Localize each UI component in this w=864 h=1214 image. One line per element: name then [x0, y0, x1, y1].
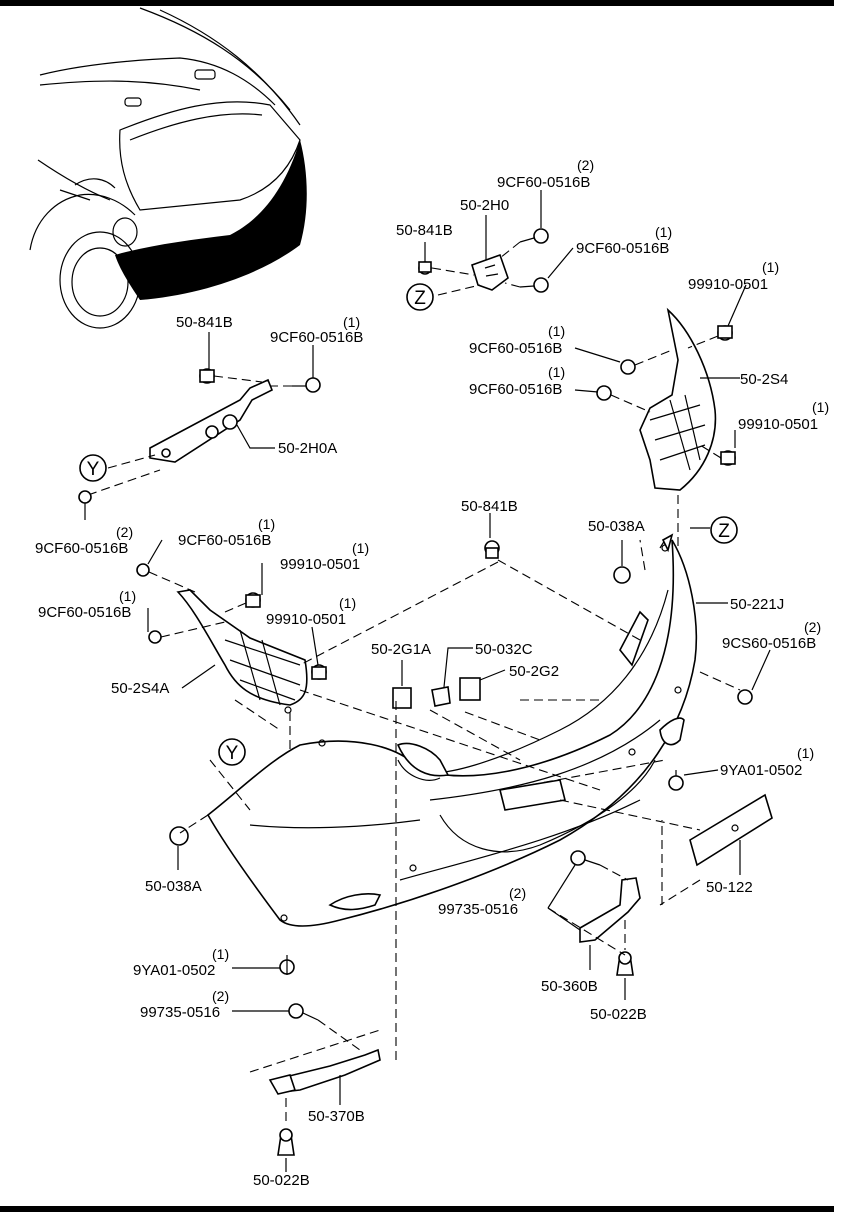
label-50-2H0A: 50-2H0A — [278, 440, 337, 457]
label-9CF60-top-b: 9CF60-0516B — [576, 240, 669, 257]
label-99910-top: 99910-0501 — [688, 276, 768, 293]
label-50-038A-top: 50-038A — [588, 518, 645, 535]
label-9CF60-y: 9CF60-0516B — [35, 540, 128, 557]
label-50-221J: 50-221J — [730, 596, 784, 613]
label-9CF60-m: 9CF60-0516B — [178, 532, 271, 549]
bottom-rule — [0, 1206, 834, 1212]
label-50-022B-r: 50-022B — [590, 1006, 647, 1023]
qty-99910-top: (1) — [762, 259, 779, 275]
ref-Z-right: Z — [718, 521, 730, 542]
label-9YA01-l: 9YA01-0502 — [133, 962, 215, 979]
label-9CF60-r1: 9CF60-0516B — [469, 340, 562, 357]
qty-9YA01-r: (1) — [797, 745, 814, 761]
label-50-2G1A: 50-2G1A — [371, 641, 431, 658]
bracket-50-370B-group — [232, 700, 397, 1172]
label-9CS60: 9CS60-0516B — [722, 635, 816, 652]
qty-9CF60-top-a: (2) — [577, 157, 594, 173]
qty-9CF60-r2: (1) — [548, 364, 565, 380]
label-99910-m2: 99910-0501 — [266, 611, 346, 628]
qty-99735-r: (2) — [509, 885, 526, 901]
qty-9CF60-m: (1) — [258, 516, 275, 532]
ref-Y-left: Y — [87, 459, 100, 480]
ref-Z-top: Z — [414, 288, 426, 309]
label-50-841B-mid: 50-841B — [461, 498, 518, 515]
bracket-50-2S4A-group — [136, 539, 327, 900]
qty-99910-r: (1) — [812, 399, 829, 415]
label-50-841B-left: 50-841B — [176, 314, 233, 331]
qty-9CF60-left: (1) — [343, 314, 360, 330]
highlighted-bumper — [115, 140, 307, 300]
bracket-50-2S4-group — [574, 284, 747, 560]
ref-Y-bumper: Y — [226, 743, 239, 764]
label-50-038A-bottom: 50-038A — [145, 878, 202, 895]
label-50-370B: 50-370B — [308, 1108, 365, 1125]
rear-bumper-cover — [169, 513, 771, 927]
qty-9CF60-l2: (1) — [119, 588, 136, 604]
qty-9CS60: (2) — [804, 619, 821, 635]
qty-99910-m1: (1) — [352, 540, 369, 556]
label-50-841B-top: 50-841B — [396, 222, 453, 239]
label-99910-r: 99910-0501 — [738, 416, 818, 433]
qty-99735-l: (2) — [212, 988, 229, 1004]
vehicle-rear-illustration — [29, 7, 307, 329]
label-50-2S4A: 50-2S4A — [111, 680, 169, 697]
top-rule — [0, 0, 834, 6]
label-9YA01-r: 9YA01-0502 — [720, 762, 802, 779]
qty-9CF60-y: (2) — [116, 524, 133, 540]
label-50-360B: 50-360B — [541, 978, 598, 995]
label-50-2G2: 50-2G2 — [509, 663, 559, 680]
plate-bracket-50-122 — [689, 793, 773, 875]
bracket-50-2H0-group — [406, 190, 574, 311]
label-99735-r: 99735-0516 — [438, 901, 518, 918]
bracket-50-360B-group — [547, 850, 641, 1000]
bracket-50-2H0A-group — [78, 332, 321, 520]
label-99910-m1: 99910-0501 — [280, 556, 360, 573]
label-9CF60-l2: 9CF60-0516B — [38, 604, 131, 621]
qty-99910-m2: (1) — [339, 595, 356, 611]
label-99735-l: 99735-0516 — [140, 1004, 220, 1021]
label-50-122: 50-122 — [706, 879, 753, 896]
label-50-022B-l: 50-022B — [253, 1172, 310, 1189]
label-9CF60-r2: 9CF60-0516B — [469, 381, 562, 398]
label-9CF60-top-a: 9CF60-0516B — [497, 174, 590, 191]
label-9CF60-left: 9CF60-0516B — [270, 329, 363, 346]
qty-9YA01-l: (1) — [212, 946, 229, 962]
label-50-2H0: 50-2H0 — [460, 197, 509, 214]
label-50-2S4: 50-2S4 — [740, 371, 788, 388]
qty-9CF60-top-b: (1) — [655, 224, 672, 240]
label-50-032C: 50-032C — [475, 641, 533, 658]
qty-9CF60-r1: (1) — [548, 323, 565, 339]
